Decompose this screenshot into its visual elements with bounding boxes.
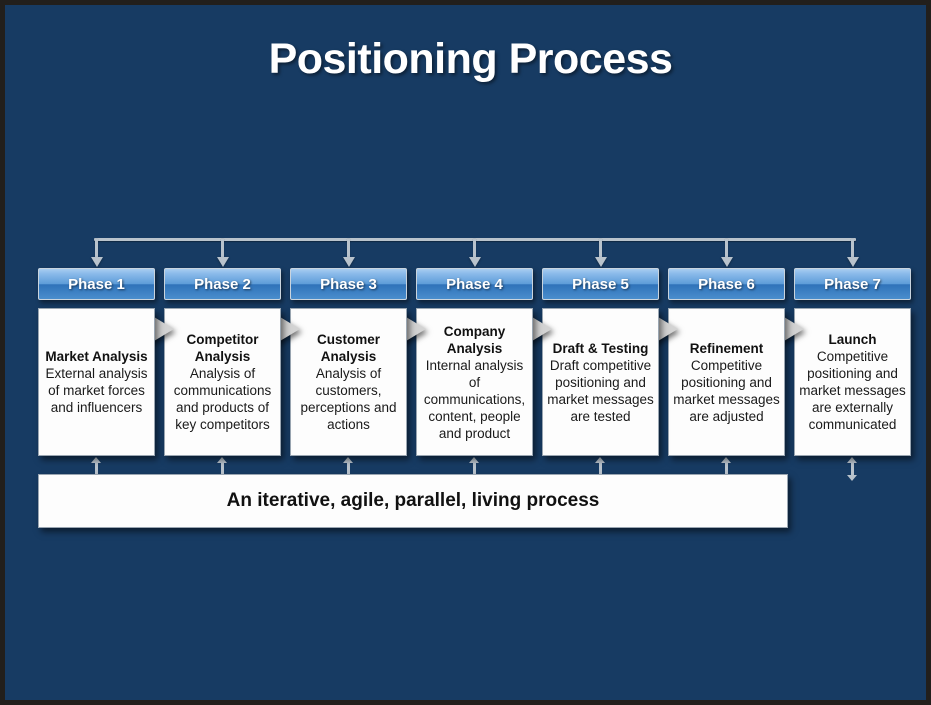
phase-header-label: Phase 3 xyxy=(320,275,377,293)
bus-drop-line xyxy=(851,239,854,259)
bus-drop-line xyxy=(725,239,728,259)
arrow-up-head xyxy=(343,457,353,463)
phase-header-6[interactable]: Phase 6 xyxy=(668,268,785,300)
arrow-stem xyxy=(473,461,476,477)
bus-drop-line xyxy=(347,239,350,259)
arrow-stem xyxy=(347,461,350,477)
bus-drop-line xyxy=(599,239,602,259)
bus-arrow-down-icon xyxy=(594,257,607,267)
feedback-double-arrow-icon xyxy=(847,457,858,481)
phase-box-heading: Refinement xyxy=(689,340,764,356)
phase-header-label: Phase 5 xyxy=(572,275,629,293)
bus-drop-line xyxy=(95,239,98,259)
phase-header-2[interactable]: Phase 2 xyxy=(164,268,281,300)
bus-arrow-down-icon xyxy=(90,257,103,267)
bus-drop-line xyxy=(221,239,224,259)
arrow-up-head xyxy=(595,457,605,463)
bus-arrow-down-icon xyxy=(342,257,355,267)
bus-arrow-down-icon xyxy=(720,257,733,267)
phase-box-heading: Draft & Testing xyxy=(552,340,649,356)
arrow-stem xyxy=(599,461,602,477)
arrow-up-head xyxy=(721,457,731,463)
phase-box-body: Internal analysis of communications, con… xyxy=(423,357,526,441)
phase-header-label: Phase 4 xyxy=(446,275,503,293)
arrow-up-head xyxy=(469,457,479,463)
phase-header-label: Phase 2 xyxy=(194,275,251,293)
phase-box-heading: Competitor Analysis xyxy=(186,332,259,364)
arrow-up-head xyxy=(217,457,227,463)
phase-header-3[interactable]: Phase 3 xyxy=(290,268,407,300)
page-title: Positioning Process xyxy=(268,35,673,83)
bus-arrow-down-icon xyxy=(468,257,481,267)
phase-box-heading: Launch xyxy=(828,332,877,347)
phase-header-label: Phase 1 xyxy=(68,275,125,293)
phase-header-7[interactable]: Phase 7 xyxy=(794,268,911,300)
phase-box-heading: Market Analysis xyxy=(45,349,148,364)
phase-header-label: Phase 6 xyxy=(698,275,755,293)
phase-box-heading: Company Analysis xyxy=(443,323,506,356)
arrow-up-head xyxy=(91,457,101,463)
arrow-stem xyxy=(725,461,728,477)
footer-banner-label: An iterative, agile, parallel, living pr… xyxy=(226,490,600,511)
phase-header-label: Phase 7 xyxy=(824,275,881,293)
bus-arrow-down-icon xyxy=(846,257,859,267)
arrow-up-head xyxy=(847,457,857,463)
bus-drop-line xyxy=(473,239,476,259)
arrow-down-head xyxy=(847,475,857,481)
phase-header-4[interactable]: Phase 4 xyxy=(416,268,533,300)
phase-box-heading: Customer Analysis xyxy=(316,332,380,364)
phase-box-body: External analysis of market forces and i… xyxy=(45,366,148,415)
arrow-stem xyxy=(851,461,854,477)
phase-box-body: Analysis of customers, perceptions and a… xyxy=(300,366,397,432)
arrow-stem xyxy=(221,461,224,477)
phase-box-body: Competitive positioning and market messa… xyxy=(673,357,780,424)
arrow-stem xyxy=(95,461,98,477)
footer-banner: An iterative, agile, parallel, living pr… xyxy=(38,474,788,528)
phase-box-body: Analysis of communications and products … xyxy=(173,366,272,432)
phase-header-1[interactable]: Phase 1 xyxy=(38,268,155,300)
phase-box-body: Draft competitive positioning and market… xyxy=(547,357,654,424)
bus-arrow-down-icon xyxy=(216,257,229,267)
phase-box-body: Competitive positioning and market messa… xyxy=(799,349,906,432)
phase-header-5[interactable]: Phase 5 xyxy=(542,268,659,300)
